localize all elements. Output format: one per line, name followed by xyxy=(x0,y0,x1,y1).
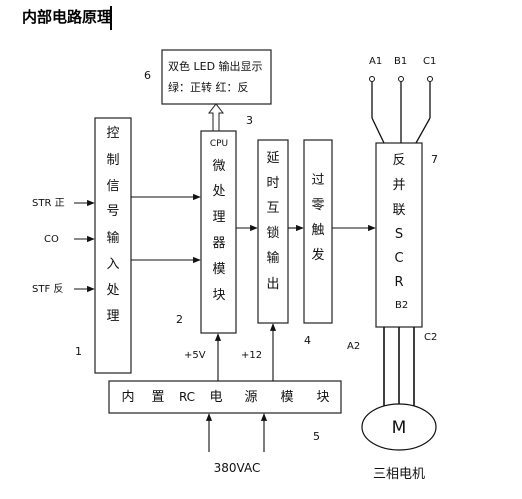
control-char: 信 xyxy=(106,179,119,194)
control-char: 理 xyxy=(106,309,119,324)
interlock-char: 互 xyxy=(266,201,279,216)
cpu-to-led-hollow-arrow xyxy=(207,103,225,131)
input-str: STR 正 xyxy=(32,198,65,209)
led-display-line2: 绿：正转 红：反 xyxy=(168,80,249,94)
wire-a1-b xyxy=(371,117,385,144)
control-char: 处 xyxy=(106,283,119,298)
interlock-char: 延 xyxy=(266,151,279,166)
text-cursor xyxy=(110,6,112,30)
scr-text: 反 并 联 S C R xyxy=(392,153,405,290)
zero-char: 零 xyxy=(311,198,324,213)
led-display-box xyxy=(161,49,272,105)
wire-c1-b xyxy=(415,117,431,144)
interlock-char: 锁 xyxy=(266,225,279,241)
cpu-label: CPU xyxy=(210,139,228,149)
cpu-char: 器 xyxy=(212,236,225,251)
terminal-a2: A2 xyxy=(347,341,360,352)
interlock-text: 延 时 互 锁 输 出 xyxy=(266,151,279,292)
terminal-b1: B1 xyxy=(394,56,407,67)
cpu-char: 处 xyxy=(212,184,225,199)
terminal-b1-circle xyxy=(398,76,404,82)
label-2: 2 xyxy=(176,313,183,326)
terminal-a1-circle xyxy=(369,76,375,82)
power-supply-text: 内 置 RC 电 源 模 块 xyxy=(121,389,329,405)
led-display-line1: 双色 LED 输出显示 xyxy=(168,59,263,73)
cpu-char: 微 xyxy=(212,159,225,174)
label-1: 1 xyxy=(75,345,82,358)
control-char: 控 xyxy=(106,126,119,141)
label-3: 3 xyxy=(246,114,253,127)
cpu-text: 微 处 理 器 模 块 xyxy=(212,159,225,303)
terminal-b2: B2 xyxy=(395,300,408,311)
scr-char: 反 xyxy=(392,153,405,168)
power-char: 内 xyxy=(121,389,134,405)
voltage-380vac: 380VAC xyxy=(214,461,261,475)
cpu-block xyxy=(200,130,237,334)
cpu-char: 块 xyxy=(212,288,225,303)
cpu-char: 模 xyxy=(212,262,225,277)
scr-char: S xyxy=(395,227,403,242)
scr-char: C xyxy=(394,251,403,266)
voltage-5v: +5V xyxy=(184,350,206,361)
interlock-char: 出 xyxy=(266,277,279,292)
power-char: 电 xyxy=(209,390,222,405)
terminal-c1-circle xyxy=(427,76,433,82)
control-char: 输 xyxy=(106,230,119,246)
label-6: 6 xyxy=(144,69,151,82)
label-7: 7 xyxy=(431,153,438,166)
page-title: 内部电路原理 xyxy=(22,8,113,26)
input-stf: STF 反 xyxy=(32,283,63,295)
motor-circle xyxy=(361,403,437,451)
interlock-block xyxy=(257,139,289,324)
label-5: 5 xyxy=(313,430,320,443)
power-supply-block xyxy=(108,380,342,414)
power-char: RC xyxy=(179,390,195,404)
zero-cross-block xyxy=(303,139,333,324)
label-4: 4 xyxy=(304,334,311,347)
zero-char: 触 xyxy=(311,223,324,238)
zero-char: 过 xyxy=(311,173,324,188)
zero-cross-text: 过 零 触 发 xyxy=(311,173,324,263)
control-char: 制 xyxy=(106,153,119,168)
power-char: 块 xyxy=(316,390,329,405)
interlock-char: 输 xyxy=(266,250,279,266)
interlock-char: 时 xyxy=(266,176,279,191)
voltage-12v: +12 xyxy=(241,350,262,361)
motor-label: 三相电机 xyxy=(373,467,425,482)
input-co: CO xyxy=(44,234,59,245)
power-char: 模 xyxy=(280,390,293,405)
scr-char: 并 xyxy=(392,178,405,193)
control-input-block xyxy=(94,117,132,374)
scr-block xyxy=(375,142,423,328)
motor-symbol: M xyxy=(392,418,407,438)
control-input-text: 控 制 信 号 输 入 处 理 xyxy=(106,126,119,324)
power-char: 源 xyxy=(244,390,257,405)
terminal-c2: C2 xyxy=(424,332,437,343)
power-char: 置 xyxy=(151,390,164,405)
scr-char: 联 xyxy=(392,203,405,218)
zero-char: 发 xyxy=(311,247,324,263)
terminal-a1: A1 xyxy=(369,56,382,67)
terminal-c1: C1 xyxy=(423,56,436,67)
control-char: 号 xyxy=(106,204,119,219)
control-char: 入 xyxy=(106,257,119,272)
cpu-char: 理 xyxy=(212,210,225,225)
scr-char: R xyxy=(394,275,403,290)
